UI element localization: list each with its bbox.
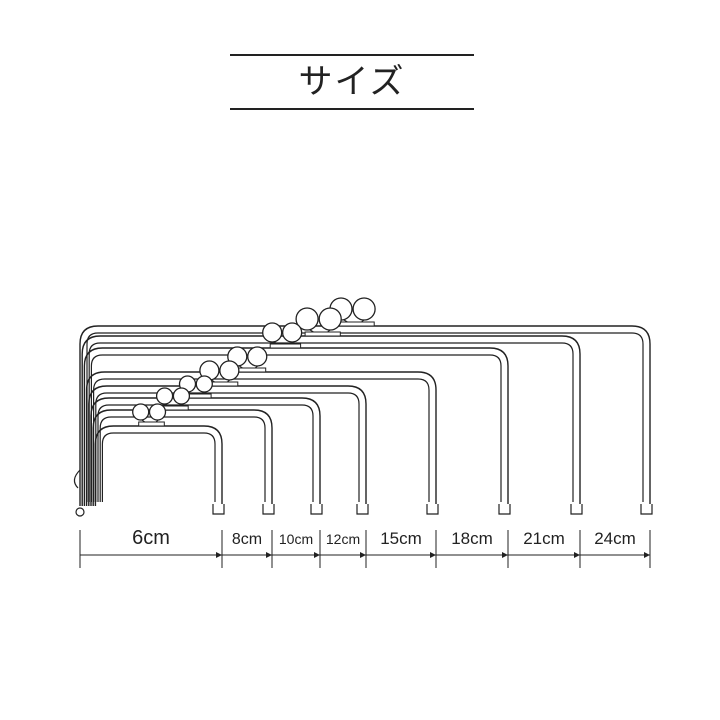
page-title: サイズ	[298, 62, 406, 102]
arrow-icon	[430, 552, 436, 558]
arrow-icon	[314, 552, 320, 558]
size-label-8cm: 8cm	[232, 531, 262, 548]
size-label-24cm: 24cm	[594, 529, 636, 548]
arrow-icon	[574, 552, 580, 558]
title-block: サイズ	[230, 54, 474, 110]
purse-frame-21cm	[81, 307, 583, 515]
size-label-15cm: 15cm	[380, 529, 422, 548]
size-label-21cm: 21cm	[523, 529, 565, 548]
clasp-ball-icon	[247, 346, 268, 367]
arrow-icon	[644, 552, 650, 558]
size-label-18cm: 18cm	[451, 529, 493, 548]
size-label-10cm: 10cm	[279, 531, 313, 547]
title-rule-bottom	[230, 108, 474, 110]
clasp-ball-icon	[195, 375, 213, 393]
clasp-ball-icon	[262, 322, 283, 343]
clasp-ball-icon	[281, 322, 303, 343]
purse-frame-15cm	[85, 346, 439, 515]
size-label-12cm: 12cm	[326, 531, 360, 547]
left-foot-icon	[75, 507, 85, 517]
hinge-icon	[73, 469, 81, 489]
arrow-icon	[216, 552, 222, 558]
arrow-icon	[266, 552, 272, 558]
purse-frame-10cm	[90, 375, 323, 515]
clasp-ball-icon	[172, 387, 191, 405]
arrow-icon	[360, 552, 366, 558]
clasp-ball-icon	[318, 307, 342, 331]
clasp-ball-icon	[352, 297, 376, 321]
clasp-ball-icon	[219, 360, 240, 381]
purse-frame-24cm	[79, 297, 653, 515]
arrow-icon	[502, 552, 508, 558]
clasp-ball-icon	[295, 307, 319, 331]
purse-frame-12cm	[88, 360, 369, 515]
clasp-ball-icon	[132, 403, 150, 421]
title-rule-top	[230, 54, 474, 56]
clasp-ball-icon	[155, 387, 174, 405]
frames-layer	[73, 297, 653, 517]
size-label-6cm: 6cm	[132, 527, 170, 549]
purse-frame-6cm	[94, 403, 225, 515]
size-scale: 6cm 8cm 10cm 12cm 15cm 18cm 21cm 24cm	[79, 527, 651, 568]
purse-frame-18cm	[83, 322, 511, 515]
clasp-ball-icon	[148, 403, 167, 421]
purse-frame-8cm	[92, 387, 275, 515]
